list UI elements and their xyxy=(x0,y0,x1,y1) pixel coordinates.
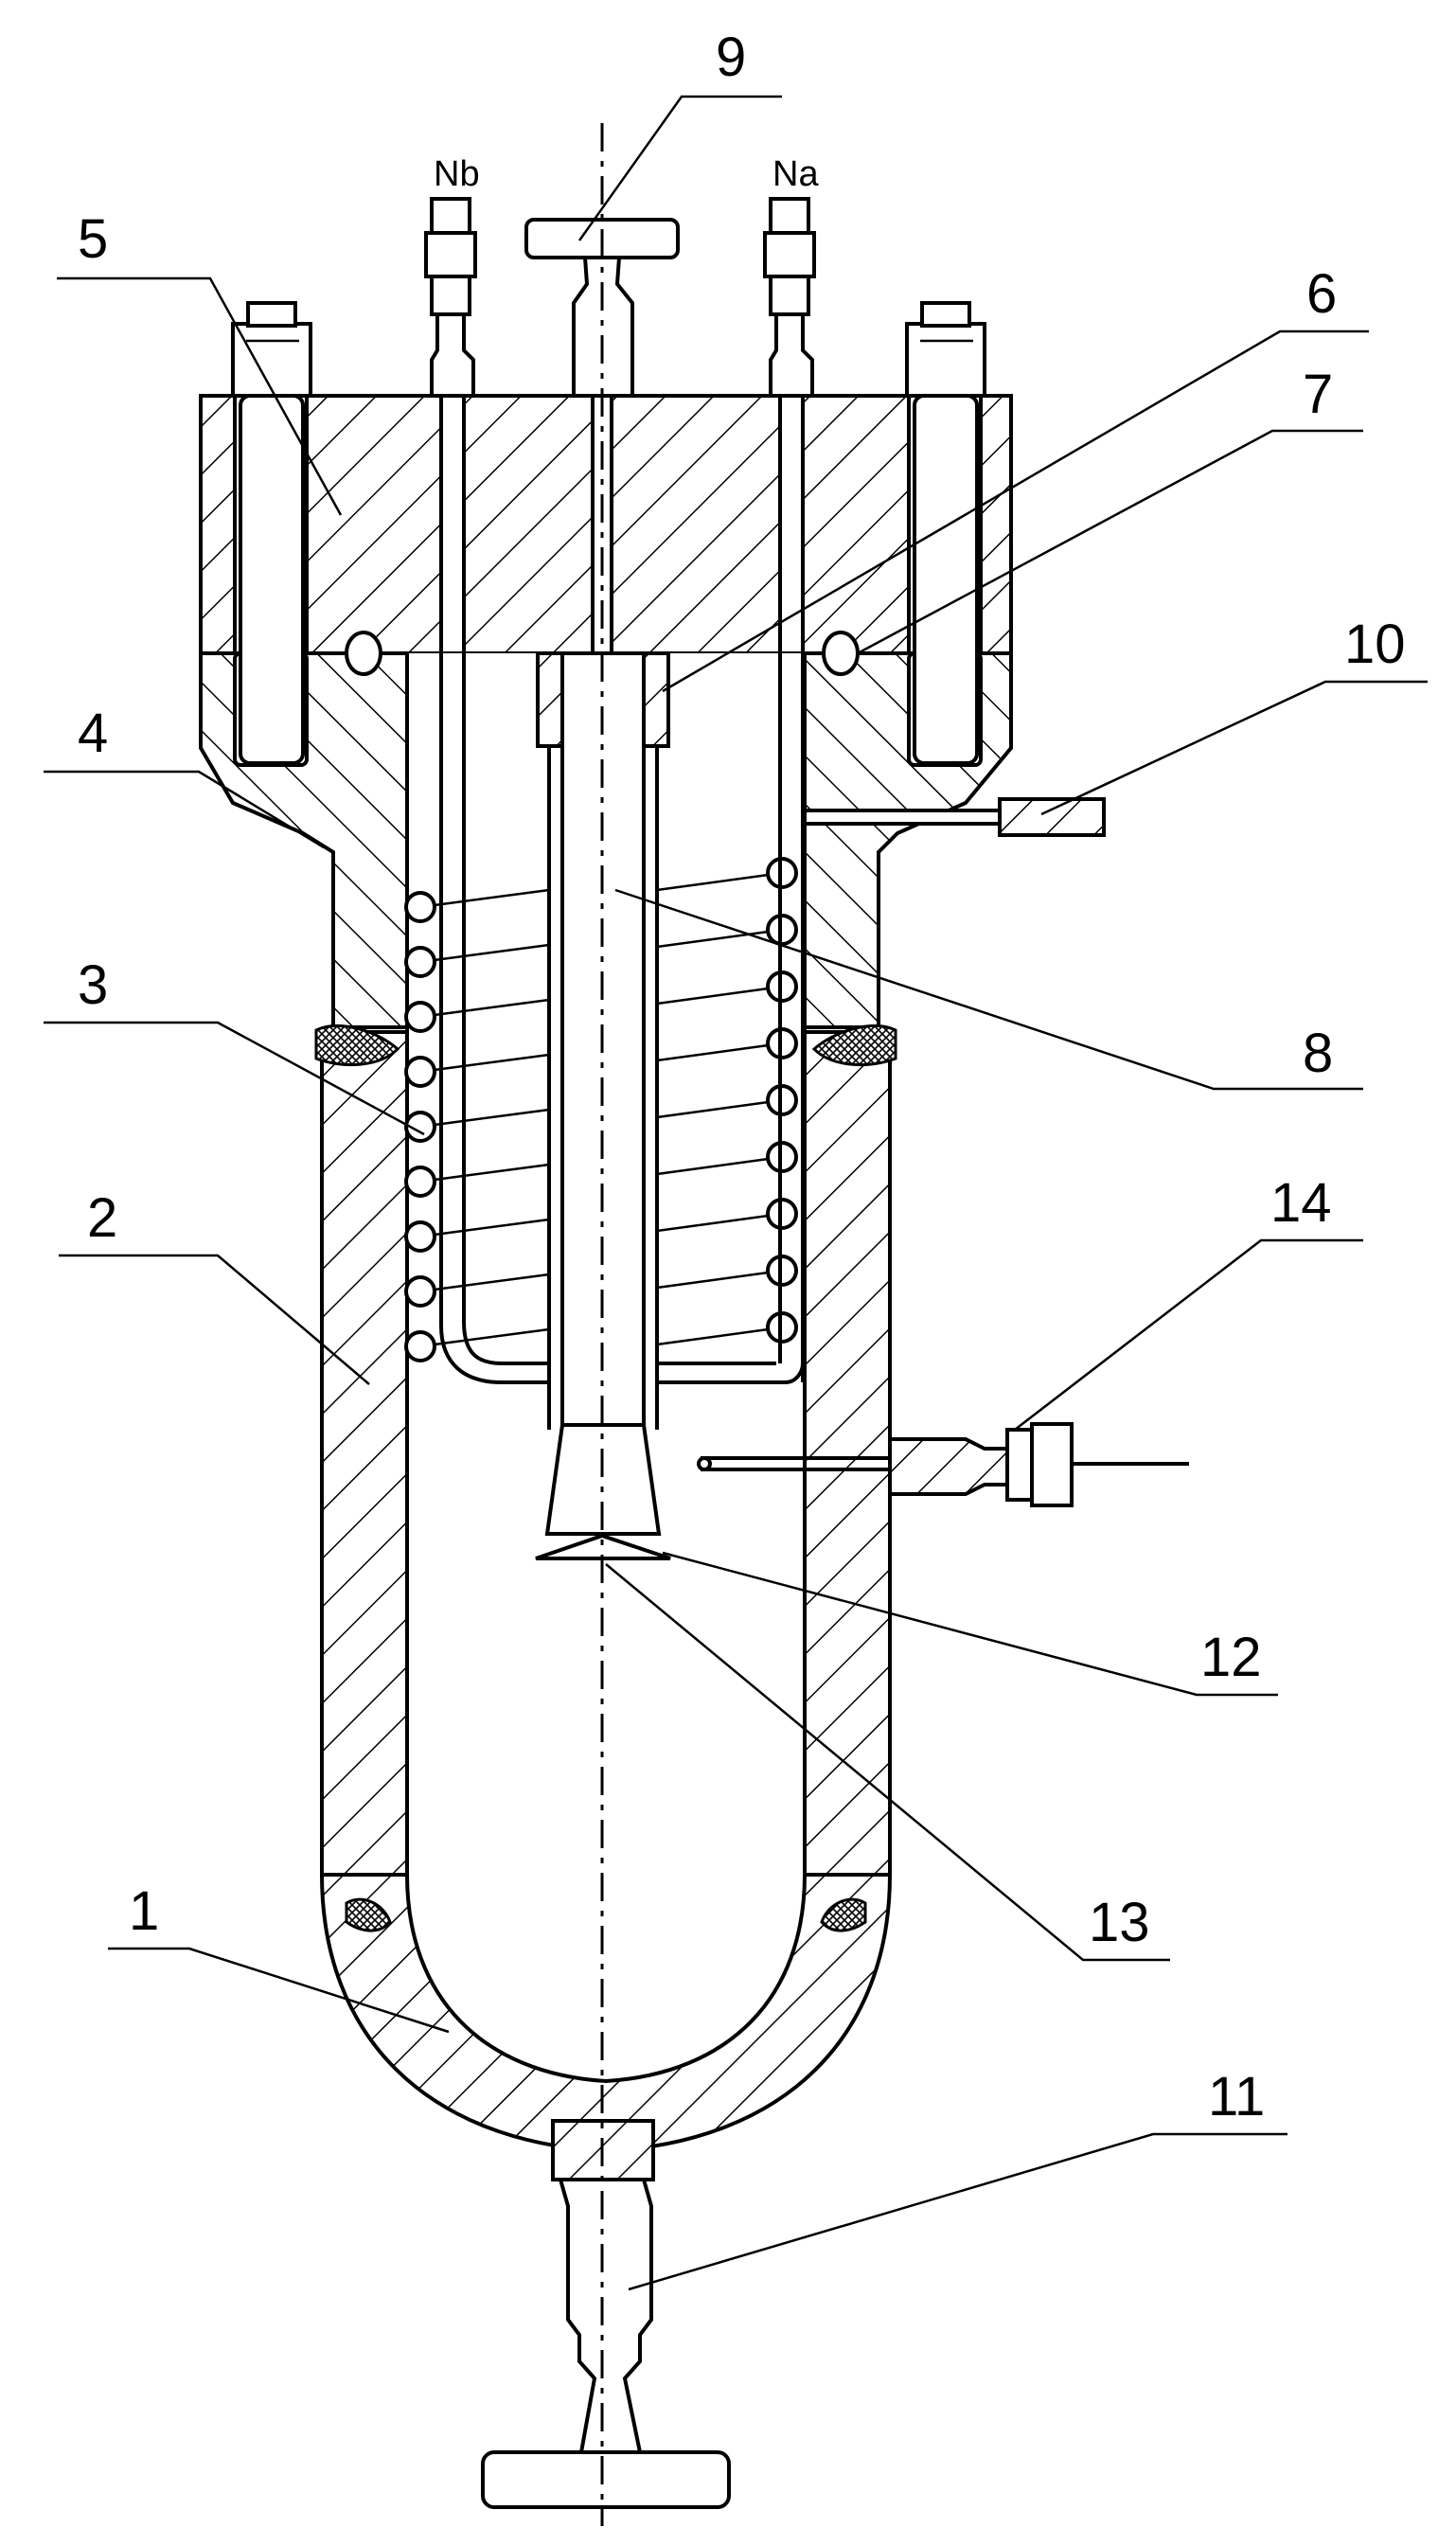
coil-wire xyxy=(656,1155,783,1176)
part-label-6: 6 xyxy=(1306,263,1337,325)
nozzle-na xyxy=(763,197,816,398)
part-label-9: 9 xyxy=(716,27,746,88)
part-label-14: 14 xyxy=(1270,1172,1332,1234)
coil-turn xyxy=(404,1220,436,1253)
coil-turn xyxy=(404,891,436,923)
part-label-8: 8 xyxy=(1303,1023,1333,1084)
weld-seams xyxy=(314,1024,897,1932)
coil-turn xyxy=(404,1166,436,1198)
part-label-10: 10 xyxy=(1344,614,1406,675)
coil-turn xyxy=(404,1330,436,1362)
coil-turn xyxy=(404,1056,436,1088)
coil-wire xyxy=(656,1269,783,1290)
coil-legs xyxy=(439,653,805,1384)
coil-turn xyxy=(404,1111,436,1143)
cover-plate xyxy=(199,394,1013,655)
part-label-12: 12 xyxy=(1200,1627,1262,1688)
nozzle-label-na: Na xyxy=(772,154,819,194)
part-label-7: 7 xyxy=(1303,364,1333,425)
coil-wire xyxy=(656,1212,783,1233)
nozzle-label-nb: Nb xyxy=(434,154,480,194)
right-bolt xyxy=(905,301,986,765)
part-label-3: 3 xyxy=(78,954,108,1016)
seal-rings xyxy=(345,631,860,676)
left-bolt xyxy=(231,301,312,765)
leader-lines xyxy=(44,95,1428,2291)
coil-turn xyxy=(404,1001,436,1033)
nozzle-nb xyxy=(424,197,477,398)
part-label-13: 13 xyxy=(1089,1892,1150,1953)
side-pipe xyxy=(803,797,1106,837)
coil-turn xyxy=(404,1275,436,1308)
coil-wire xyxy=(656,928,783,949)
guide-sleeve xyxy=(536,651,670,748)
part-labels: 9 5 6 7 10 4 8 3 2 14 12 13 1 11 Nb Na xyxy=(78,27,1406,2127)
bottom-head xyxy=(319,1873,893,2181)
coil-wire xyxy=(656,1041,783,1062)
coil-turn xyxy=(404,946,436,978)
part-label-11: 11 xyxy=(1208,2066,1265,2127)
coil-wire xyxy=(656,1098,783,1119)
coil-wire xyxy=(656,985,783,1006)
coil-wire xyxy=(656,871,783,892)
part-label-2: 2 xyxy=(87,1187,117,1249)
coil-wire xyxy=(656,1326,783,1346)
part-label-4: 4 xyxy=(78,703,108,764)
thermocouple xyxy=(697,1422,1189,1507)
part-label-1: 1 xyxy=(129,1880,159,1942)
bottom-valve xyxy=(481,2178,731,2509)
part-label-5: 5 xyxy=(78,208,108,270)
